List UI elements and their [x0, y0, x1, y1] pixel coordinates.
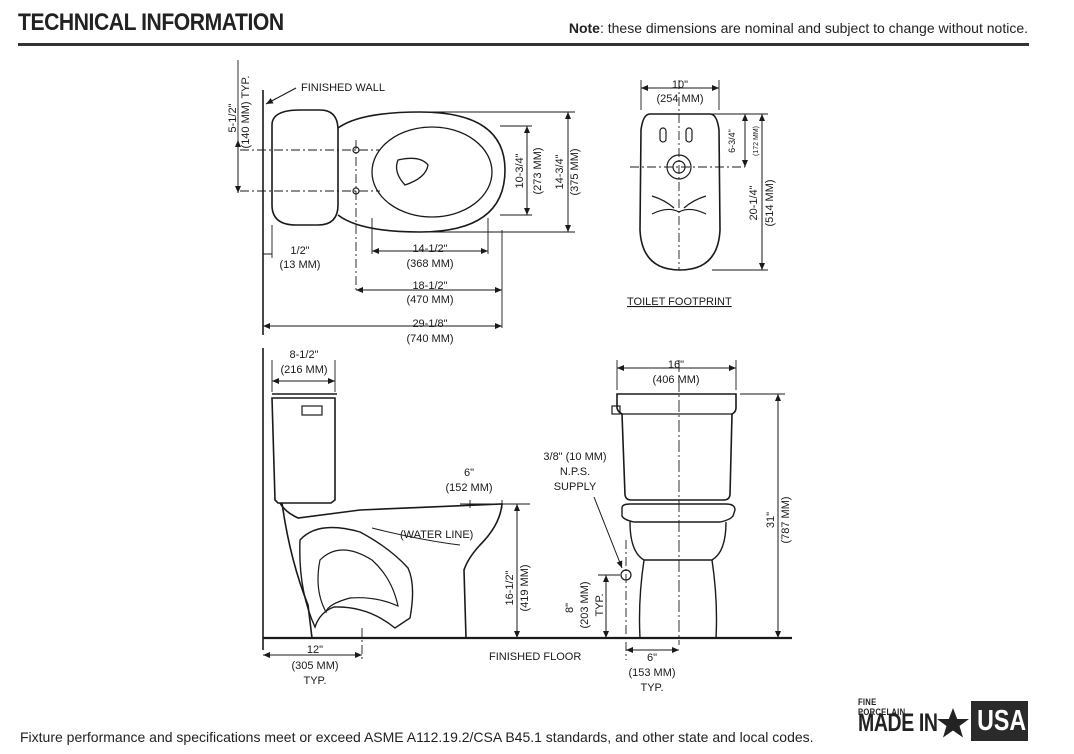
front-view: [593, 360, 785, 660]
badge-usa-text: USA: [977, 705, 1027, 737]
page-title: TECHNICAL INFORMATION: [18, 9, 284, 36]
side-view: [262, 348, 792, 662]
bowl-overall-width-mm-label: (375 MM): [569, 148, 581, 195]
rough-in-mm-label: (305 MM): [291, 660, 338, 672]
front-bowl: [629, 521, 727, 561]
plan-view: [235, 60, 575, 335]
made-in-usa-badge: FINE PORCELAIN MADE IN USA: [858, 697, 1028, 743]
supply-nps-label: N.P.S.: [560, 466, 590, 478]
bolt-to-front-mm-label: (470 MM): [406, 294, 453, 306]
supply-height-mm-label: (203 MM): [579, 581, 591, 628]
badge-usa: USA: [971, 701, 1028, 741]
front-tank-lever: [611, 405, 621, 415]
front-pedestal-right: [711, 559, 718, 639]
rim-height-mm-label: (419 MM): [519, 564, 531, 611]
supply-offset-label: 6": [647, 652, 657, 664]
rough-in-typ-label: TYP.: [303, 675, 326, 687]
overall-height-mm-label: (787 MM): [780, 496, 792, 543]
side-tank-outline: [271, 397, 336, 504]
rough-in-label: 12": [307, 644, 323, 656]
footprint-outline: [639, 113, 721, 271]
footprint-length-mm-label: (514 MM): [764, 179, 776, 226]
note-label: Note: [568, 20, 600, 36]
footprint-hole-offset-label: 6-3/4": [727, 129, 737, 153]
side-trapway-outer: [299, 526, 414, 629]
plan-bowl-outline: [337, 111, 506, 233]
front-pedestal-left: [638, 559, 645, 639]
tank-depth-label: 8-1/2": [290, 349, 319, 361]
footprint-view: [630, 80, 768, 271]
water-line-curve: [371, 527, 461, 546]
supply-offset-typ-label: TYP.: [640, 682, 663, 694]
wall-offset-mm-label: (140 MM) TYP.: [240, 76, 252, 149]
footprint-caption: TOILET FOOTPRINT: [627, 296, 732, 308]
footprint-hole-offset-mm-label: (172 MM): [753, 126, 760, 156]
bowl-width-label: 10-3/4": [514, 153, 526, 188]
compliance-note: Fixture performance and specifications m…: [20, 729, 814, 745]
tank-width-mm-label: (406 MM): [652, 374, 699, 386]
supply-height-label: 8": [564, 603, 576, 613]
footprint-hole-right: [685, 127, 693, 143]
plan-drain-opening: [395, 157, 429, 186]
plan-bowl-inner: [371, 126, 493, 218]
overall-depth-label: 29-1/8": [412, 318, 447, 330]
finished-wall-leader: [265, 87, 297, 105]
footprint-length-label: 20-1/4": [748, 185, 760, 220]
side-tank-handle: [301, 405, 323, 416]
footprint-width-mm-label: (254 MM): [656, 93, 703, 105]
rim-height-label: 16-1/2": [504, 570, 516, 605]
half-inch-mm-label: (13 MM): [280, 259, 321, 271]
supply-leader: [593, 496, 623, 569]
bowl-length-mm-label: (368 MM): [406, 258, 453, 270]
badge-fine-porcelain: FINE PORCELAIN: [858, 697, 906, 717]
overall-depth-mm-label: (740 MM): [406, 333, 453, 345]
supply-offset-mm-label: (153 MM): [628, 667, 675, 679]
supply-height-typ-label: TYP.: [594, 593, 606, 616]
finished-wall-label: FINISHED WALL: [301, 82, 385, 94]
bowl-width-mm-label: (273 MM): [532, 147, 544, 194]
tank-depth-mm-label: (216 MM): [280, 364, 327, 376]
bolt-to-front-label: 18-1/2": [412, 280, 447, 292]
wall-offset-label: 5-1/2": [227, 103, 239, 132]
water-line-label: (WATER LINE): [400, 529, 473, 541]
plan-tank-outline: [271, 109, 339, 226]
finished-floor-label: FINISHED FLOOR: [489, 651, 581, 663]
bowl-overall-width-label: 14-3/4": [554, 154, 566, 189]
front-seat-lid: [621, 503, 736, 523]
side-base-rear: [281, 502, 313, 639]
supply-size-label: 3/8" (10 MM): [543, 451, 606, 463]
overall-height-label: 31": [765, 512, 777, 528]
header-rule: [18, 43, 1029, 46]
footprint-width-label: 10": [672, 79, 688, 91]
note-text: : these dimensions are nominal and subje…: [599, 20, 1028, 36]
badge-made-in: MADE IN: [858, 709, 938, 737]
side-bowl-outline: [279, 502, 503, 639]
bowl-length-label: 14-1/2": [412, 243, 447, 255]
half-inch-label: 1/2": [290, 245, 309, 257]
front-tank-outline: [616, 393, 737, 501]
bowl-rim-label: 6": [464, 467, 474, 479]
dimensions-note: Note: these dimensions are nominal and s…: [569, 20, 1028, 36]
footprint-hole-left: [659, 127, 667, 143]
supply-label: SUPPLY: [554, 481, 597, 493]
side-trapway-inner: [317, 549, 399, 614]
star-icon: [937, 708, 969, 738]
bowl-rim-mm-label: (152 MM): [445, 482, 492, 494]
tank-width-label: 16": [668, 359, 684, 371]
